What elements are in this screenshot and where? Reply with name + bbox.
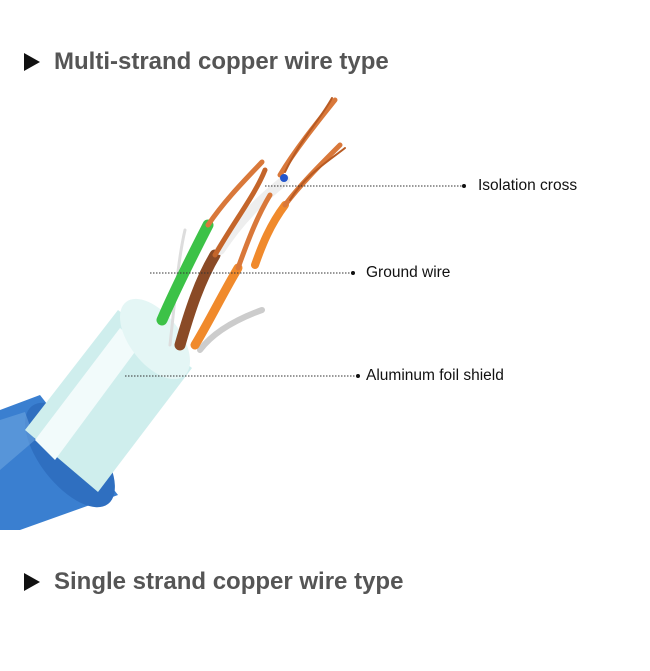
section-heading-single-strand: Single strand copper wire type bbox=[24, 568, 403, 596]
callout-aluminum-foil-shield: Aluminum foil shield bbox=[366, 367, 504, 384]
callout-isolation-cross: Isolation cross bbox=[478, 177, 578, 194]
triangle-bullet-icon bbox=[24, 53, 40, 71]
aluminum-foil-shield bbox=[25, 298, 192, 492]
leader-lines bbox=[125, 185, 463, 377]
section-title: Single strand copper wire type bbox=[54, 568, 404, 595]
section-title: Multi-strand copper wire type bbox=[54, 48, 389, 75]
callout-dot bbox=[462, 184, 466, 188]
wire-pairs bbox=[156, 97, 346, 353]
callout-ground-wire: Ground wire bbox=[366, 264, 451, 281]
callout-dot bbox=[351, 271, 355, 275]
triangle-bullet-icon bbox=[24, 573, 40, 591]
section-heading-multi-strand: Multi-strand copper wire type bbox=[24, 48, 389, 76]
callout-dot bbox=[356, 374, 360, 378]
